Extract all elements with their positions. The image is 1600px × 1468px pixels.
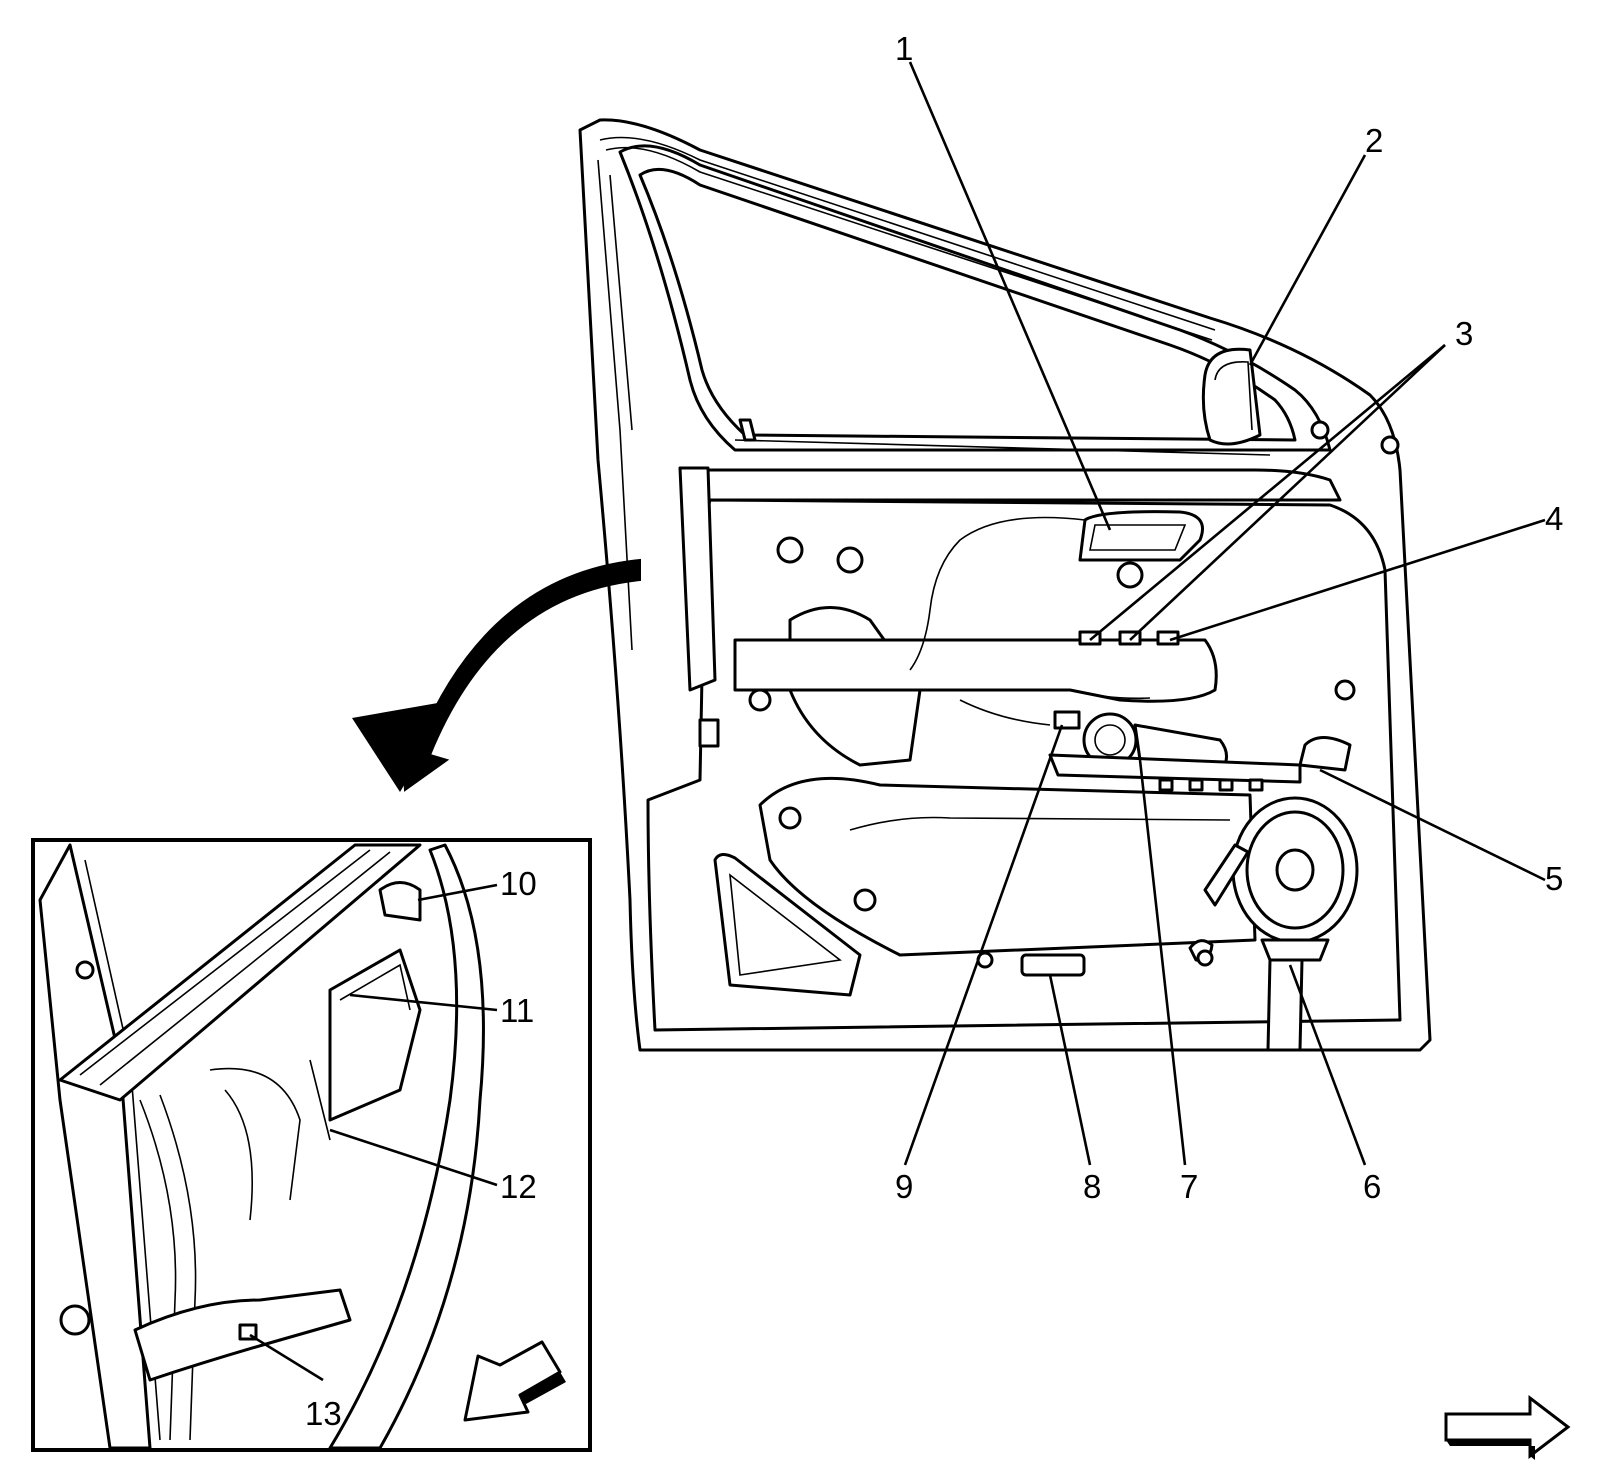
callout-labels: 1 2 3 4 5 6 7 8 9 10 11 12 13 bbox=[305, 30, 1563, 1432]
callout-4: 4 bbox=[1545, 500, 1563, 537]
retainer-clips bbox=[1053, 630, 1264, 792]
fastener-holes bbox=[748, 420, 1400, 969]
callout-6: 6 bbox=[1363, 1168, 1381, 1205]
inset-direction-arrow bbox=[463, 1340, 562, 1422]
callout-7: 7 bbox=[1180, 1168, 1198, 1205]
callout-13: 13 bbox=[305, 1395, 342, 1432]
callout-12: 12 bbox=[500, 1168, 537, 1205]
callout-3: 3 bbox=[1455, 315, 1473, 352]
forward-direction-arrow bbox=[1444, 1394, 1571, 1460]
callout-5: 5 bbox=[1545, 860, 1563, 897]
callout-11: 11 bbox=[500, 992, 534, 1029]
detail-inset bbox=[31, 838, 592, 1452]
front-door-assembly bbox=[578, 118, 1432, 1052]
callout-1: 1 bbox=[895, 30, 913, 67]
inset-reference-arrow bbox=[352, 558, 641, 792]
callout-8: 8 bbox=[1083, 1168, 1101, 1205]
callout-10: 10 bbox=[500, 865, 537, 902]
callout-9: 9 bbox=[895, 1168, 913, 1205]
callout-2: 2 bbox=[1365, 122, 1383, 159]
leader-lines bbox=[249, 61, 1546, 1382]
